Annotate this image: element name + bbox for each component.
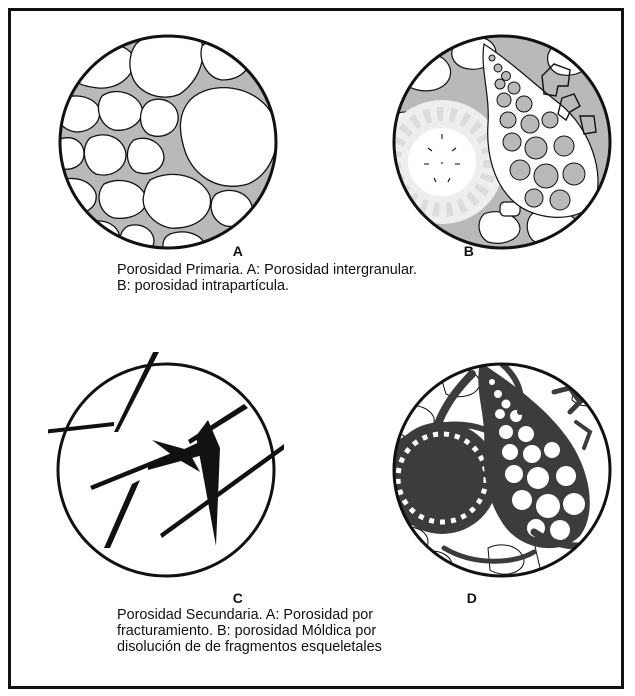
caption-secondary-line-3: disolución de de fragmentos esqueletales [117, 639, 382, 655]
label-a: A [226, 243, 250, 259]
intraparticle-porosity-diagram [384, 24, 620, 260]
moldic-porosity-diagram [384, 352, 620, 588]
grain [396, 53, 450, 91]
caption-primary-line-2: B: porosidad intrapartícula. [117, 278, 417, 294]
grain [84, 135, 126, 175]
grain [141, 99, 179, 136]
label-d: D [460, 590, 484, 606]
label-b: B [457, 243, 481, 259]
label-c: C [226, 590, 250, 606]
caption-primary-line-1: Porosidad Primaria. A: Porosidad intergr… [117, 262, 417, 278]
caption-secondary: Porosidad Secundaria. A: Porosidad por f… [117, 607, 382, 655]
grain [143, 174, 210, 228]
caption-secondary-line-1: Porosidad Secundaria. A: Porosidad por [117, 607, 382, 623]
grain [53, 138, 84, 170]
intergranular-porosity-diagram [50, 24, 286, 260]
grain [211, 190, 252, 226]
fracture-porosity-diagram [48, 352, 284, 588]
caption-primary: Porosidad Primaria. A: Porosidad intergr… [117, 262, 417, 294]
caption-secondary-line-2: fracturamiento. B: porosidad Móldica por [117, 623, 382, 639]
grain [99, 180, 146, 218]
particles-group [384, 37, 598, 246]
